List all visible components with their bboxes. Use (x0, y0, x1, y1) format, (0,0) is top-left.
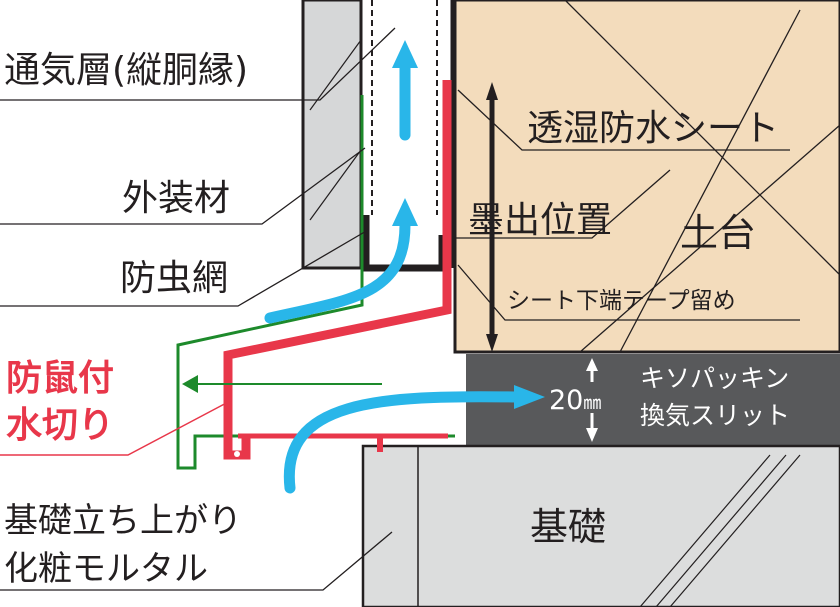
dodai-cross-lines (564, 0, 840, 353)
leader-flashing (0, 399, 233, 456)
label-moisture-sheet: 透湿防水シート (527, 108, 779, 149)
label-dodai: 土台 (680, 211, 756, 255)
leader-insect (0, 229, 369, 307)
label-foundation-rise-2: 化粧モルタル (4, 549, 208, 589)
exterior-panel-hatch (309, 39, 362, 221)
dim-unit: ㎜ (583, 393, 601, 414)
label-insect-screen: 防虫網 (120, 258, 228, 299)
label-foundation-rise-1: 基礎立ち上がり (4, 501, 242, 541)
ink-arrow-top (486, 82, 498, 100)
label-ink-position: 墨出位置 (468, 200, 612, 241)
airflow-upper-head (392, 40, 418, 68)
airflow-middle-head (392, 198, 418, 226)
leader-foundation-rise (0, 531, 393, 591)
vertical-furring-dashes (371, 0, 438, 215)
exterior-panel (301, 0, 363, 270)
label-foundation: 基礎 (530, 505, 606, 549)
leader-tape (457, 264, 800, 321)
label-sheet-tape: シート下端テープ留め (507, 288, 736, 314)
label-ventilation-layer: 通気層(縦胴縁) (4, 50, 248, 91)
label-exterior-material: 外装材 (122, 178, 230, 219)
drain-hole (234, 451, 240, 457)
airflow-right-head (514, 385, 545, 409)
label-packing-1: キソパッキン (640, 364, 789, 393)
dim-20mm-value: 20㎜ (549, 385, 601, 416)
green-screen-outline (176, 95, 455, 470)
foundation-hatch (639, 454, 801, 607)
dim-arrow-bottom (586, 428, 598, 442)
ink-arrow-bottom (486, 334, 498, 352)
insect-screen (362, 215, 446, 272)
leader-ventilation (0, 27, 396, 101)
leader-ink (455, 169, 671, 239)
foundation-block (361, 444, 840, 607)
dim-value: 20 (549, 385, 583, 416)
label-rodent-flashing-1: 防鼠付 (6, 358, 114, 399)
leader-lines (0, 27, 800, 591)
dim-arrow-top (586, 358, 598, 371)
leader-exterior (0, 147, 366, 225)
label-rodent-flashing-2: 水切り (6, 405, 114, 446)
rodent-flashing (223, 80, 452, 460)
airflow-middle-curve (264, 219, 411, 324)
green-arrow-head (182, 375, 198, 393)
airflow-lower-curve (283, 391, 521, 494)
leader-moisture-sheet (457, 89, 790, 151)
airflow-arrows (264, 59, 521, 494)
label-packing-2: 換気スリット (640, 401, 790, 430)
